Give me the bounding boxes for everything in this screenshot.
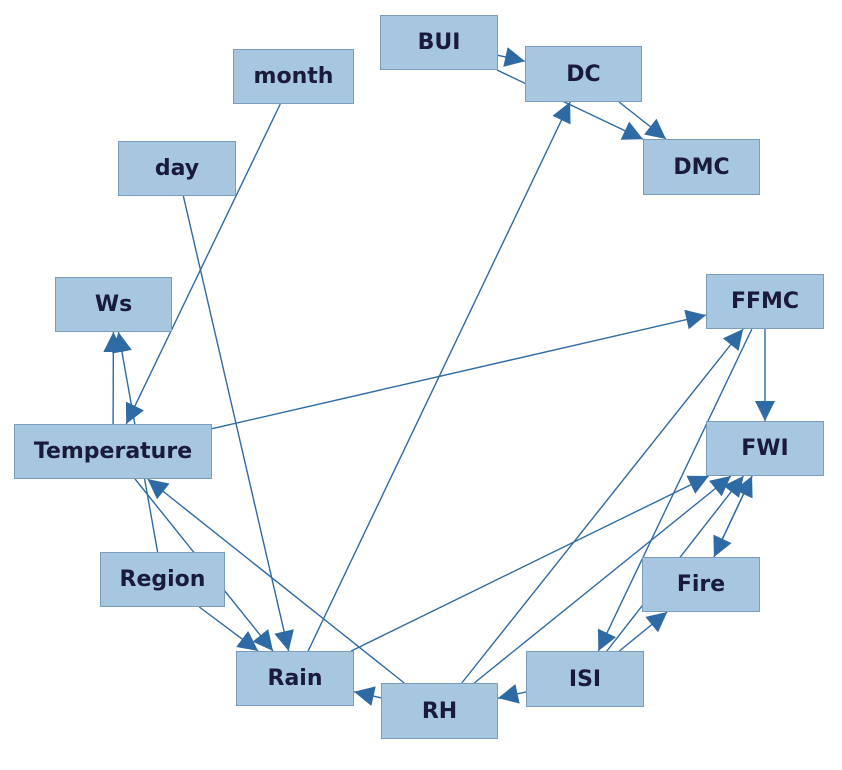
node-temperature-label: Temperature [33,439,193,464]
node-ws-label: Ws [94,292,133,317]
node-day[interactable]: day [118,141,236,196]
edge-bui-to-dc [497,47,526,67]
node-isi[interactable]: ISI [526,651,644,707]
node-bui-label: BUI [417,30,461,55]
node-rh-label: RH [421,698,458,724]
node-dc-label: DC [566,61,601,87]
node-month-label: month [253,64,334,89]
edge-isi-to-rh [497,684,527,704]
node-dmc-label: DMC [673,154,730,180]
node-region-label: Region [119,567,206,592]
node-day-label: day [154,156,200,181]
edge-region-to-rain [198,606,259,652]
node-dmc[interactable]: DMC [643,139,760,195]
node-fire-label: Fire [676,572,726,597]
edge-rh-to-rain [353,686,382,706]
edge-rain-to-fwi [350,475,710,652]
node-fwi-label: FWI [741,436,789,461]
node-bui[interactable]: BUI [380,15,498,70]
node-region[interactable]: Region [100,552,225,607]
edge-rh-to-fwi [473,475,732,684]
node-fire[interactable]: Fire [642,557,760,612]
edge-temperature-to-ffmc [211,309,707,430]
edge-isi-to-fire [618,611,668,652]
edge-month-to-temperature [125,103,281,425]
node-rh[interactable]: RH [381,683,498,739]
node-ws[interactable]: Ws [55,277,172,332]
node-month[interactable]: month [233,49,354,104]
node-ffmc[interactable]: FFMC [706,274,824,329]
node-dc[interactable]: DC [525,46,642,102]
edge-ffmc-to-isi [597,328,753,652]
node-rain-label: Rain [267,666,323,691]
edge-rh-to-temperature [147,478,405,684]
edge-dc-to-dmc [618,101,667,140]
node-fwi[interactable]: FWI [706,421,824,476]
node-temperature[interactable]: Temperature [14,424,212,479]
edge-rh-to-ffmc [461,328,744,684]
edge-fire-to-fwi [713,475,753,558]
node-ffmc-label: FFMC [730,289,800,314]
node-rain[interactable]: Rain [236,651,354,706]
node-isi-label: ISI [568,666,602,692]
